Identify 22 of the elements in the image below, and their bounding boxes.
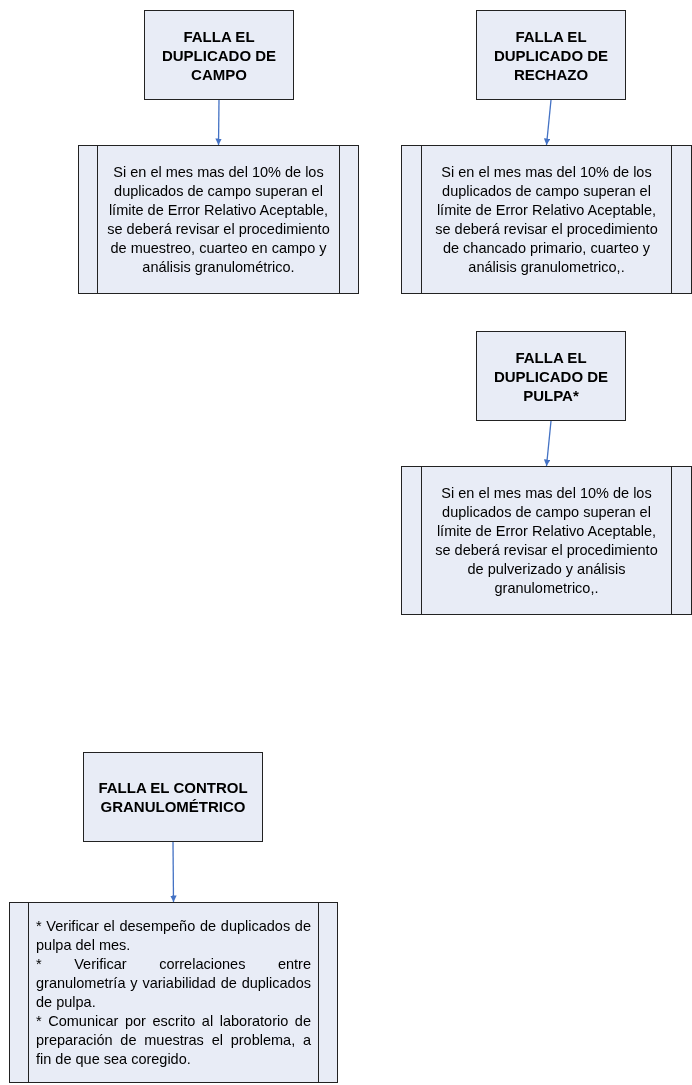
box-heading: FALLA EL DUPLICADO DE CAMPO	[160, 26, 278, 84]
box-text: Si en el mes mas del 10% de los duplicados de campo superan el límite de Error Relativo Aceptable, se deberá revisar el procedimiento de pulverizado y análisis granulometrico,.	[434, 483, 659, 598]
box-text: * Verificar el desempeño de duplicados de pulpa del mes.	[36, 916, 311, 955]
box-heading: FALLA EL DUPLICADO DE RECHAZO	[492, 26, 610, 84]
process-box	[144, 10, 294, 100]
box-text: Si en el mes mas del 10% de los duplicados de campo superan el límite de Error Relativo Aceptable, se deberá revisar el procedimiento de muestreo, cuarteo en campo y análisis granulométrico.	[106, 162, 331, 277]
box-text: * Comunicar por escrito al laboratorio de preparación de muestras el problema, a fin de que sea coregido.	[36, 1011, 311, 1069]
arrow	[543, 99, 552, 146]
process-box	[83, 752, 263, 842]
arrow	[543, 420, 552, 467]
predefined-process-box	[401, 466, 692, 615]
box-text: Si en el mes mas del 10% de los duplicados de campo superan el límite de Error Relativo Aceptable, se deberá revisar el procedimiento de chancado primario, cuarteo y análisis granulometrico,.	[434, 162, 659, 277]
box-text: * Verificar correlaciones entre granulometría y variabilidad de duplicados de pulpa.	[36, 954, 311, 1012]
arrow	[170, 841, 177, 903]
process-box	[476, 10, 626, 100]
predefined-process-box	[78, 145, 359, 294]
predefined-process-box	[401, 145, 692, 294]
arrow	[215, 99, 222, 146]
box-heading: FALLA EL DUPLICADO DE PULPA*	[492, 347, 610, 405]
box-heading: FALLA EL CONTROL GRANULOMÉTRICO	[97, 778, 249, 816]
predefined-process-box	[9, 902, 338, 1083]
process-box	[476, 331, 626, 421]
